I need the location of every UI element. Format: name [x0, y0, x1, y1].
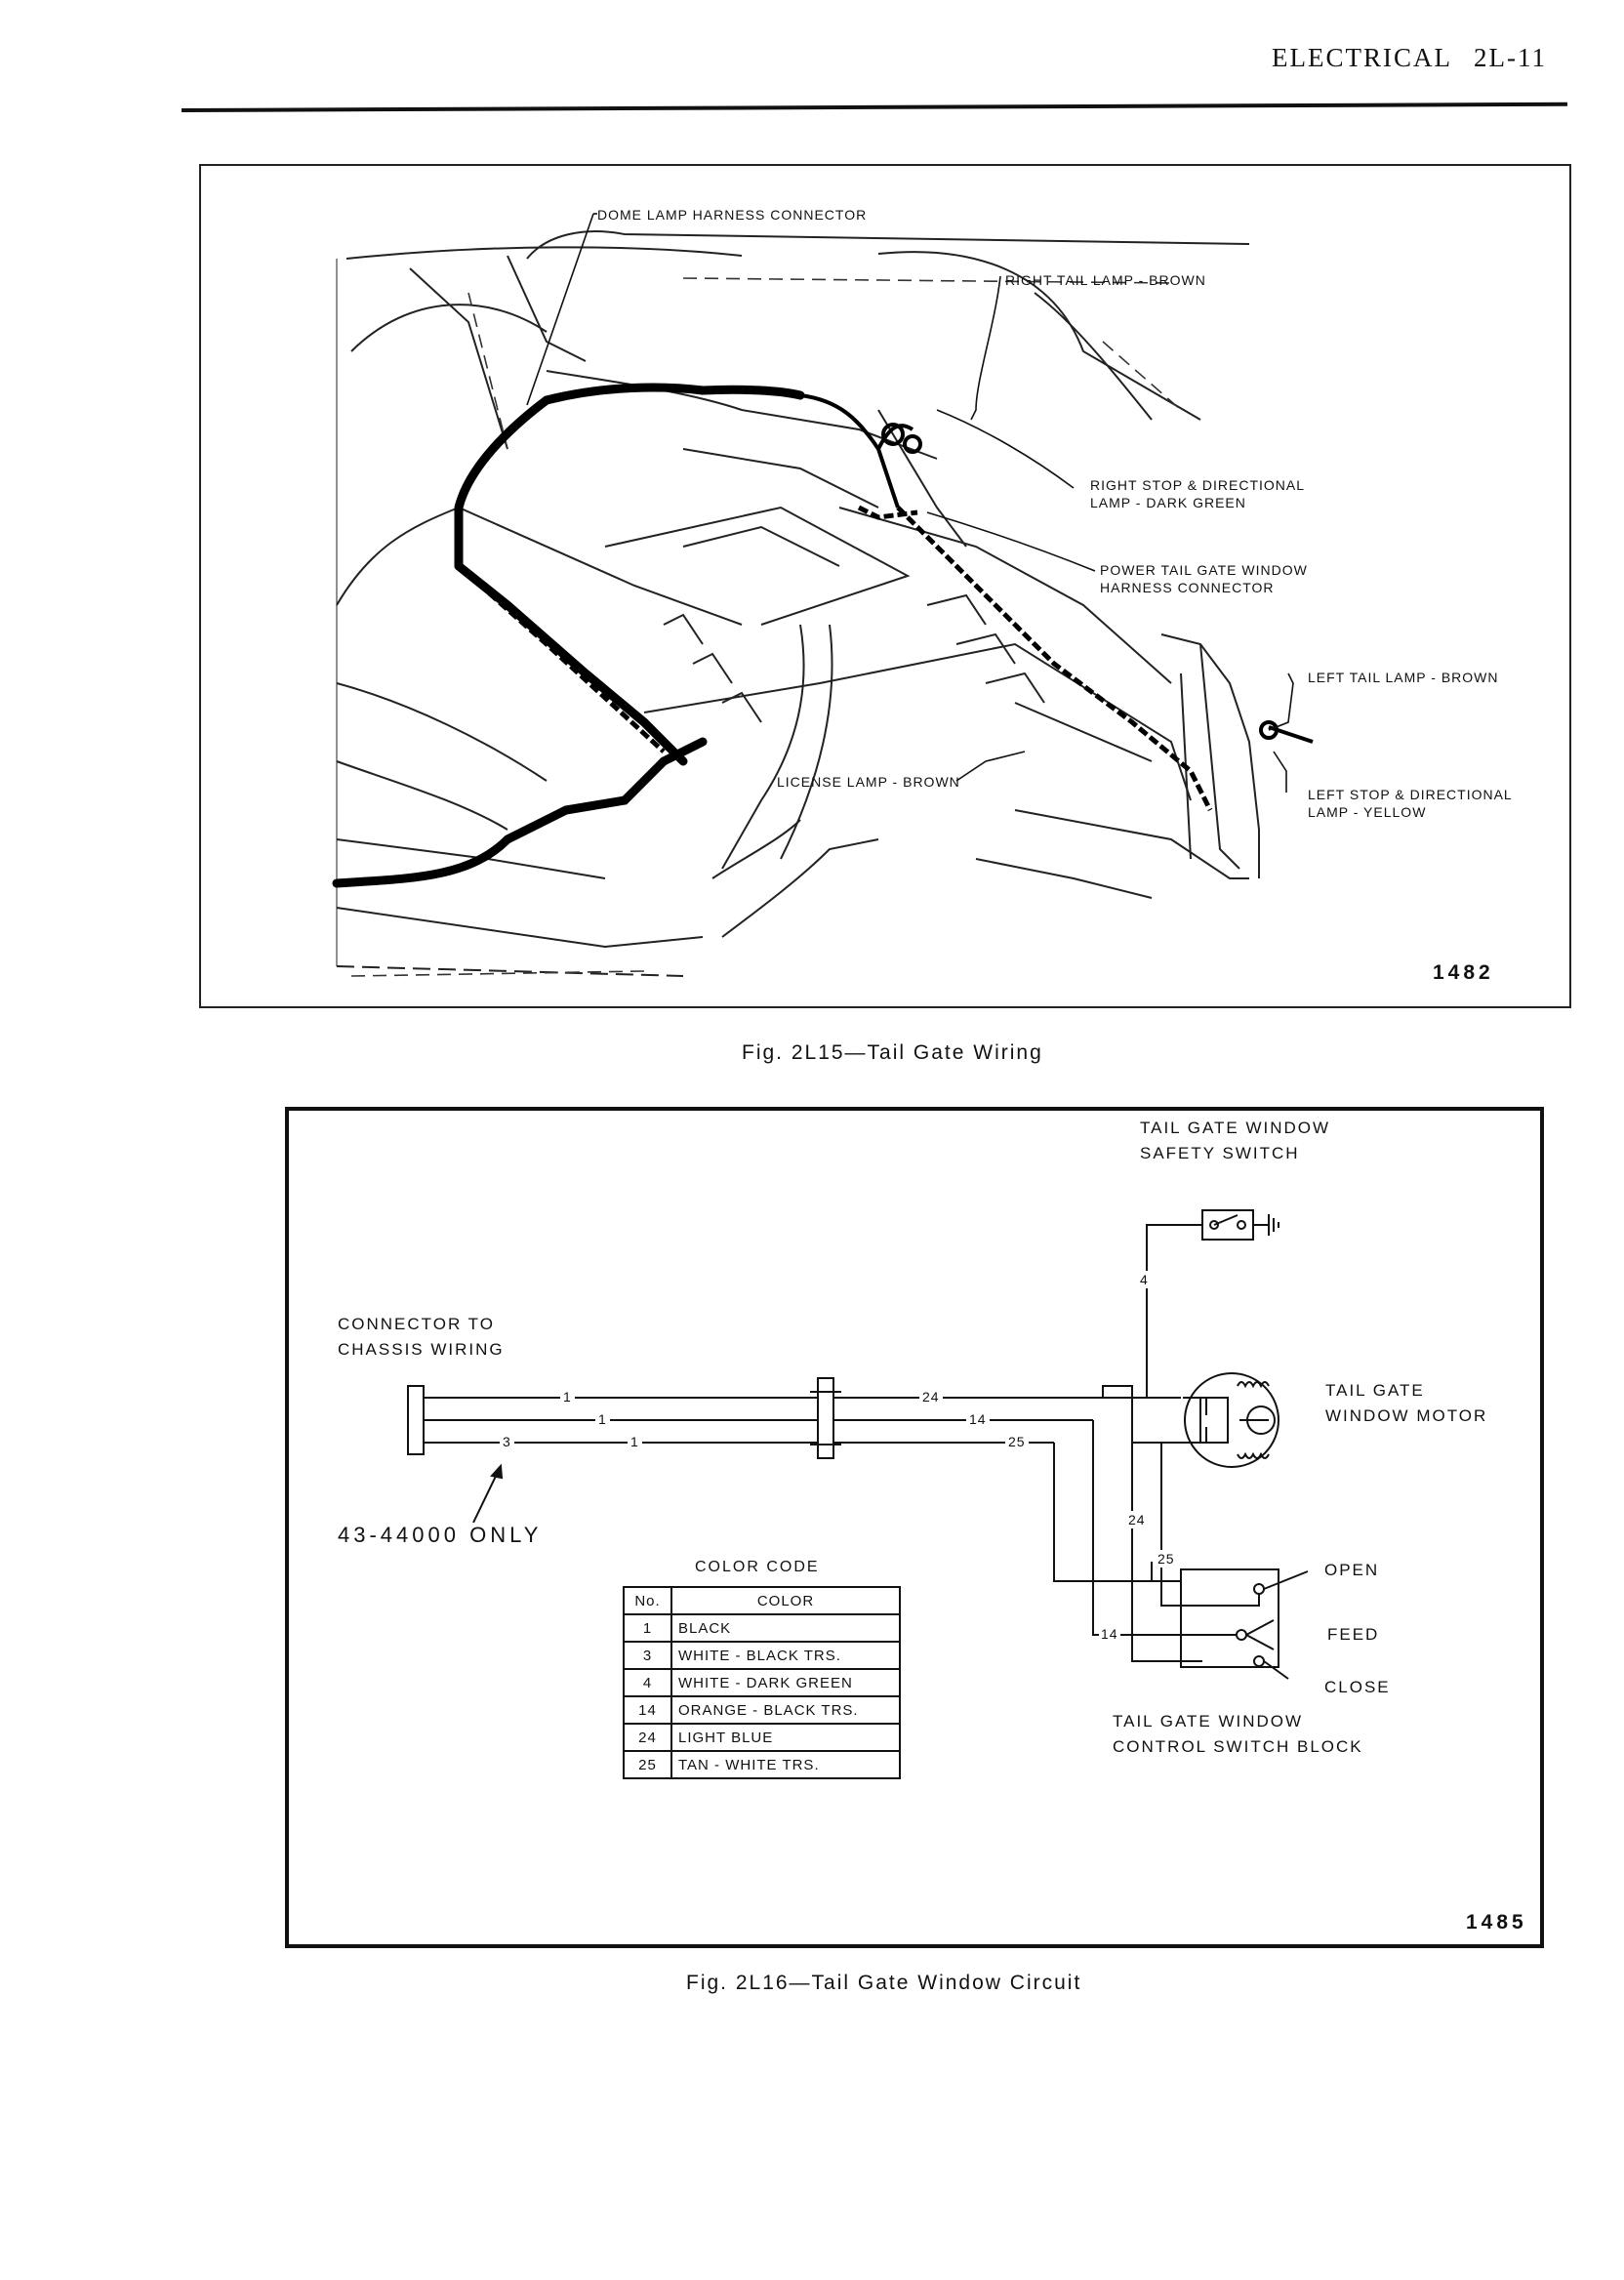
label-close: CLOSE: [1324, 1678, 1391, 1696]
color-code-no: 24: [623, 1723, 672, 1752]
callout-right-stop-line2: LAMP - DARK GREEN: [1090, 495, 1246, 510]
color-code-no: 1: [623, 1613, 672, 1643]
page-number: 2L-11: [1474, 43, 1547, 72]
label-control-switch-block: TAIL GATE WINDOW CONTROL SWITCH BLOCK: [1113, 1709, 1363, 1760]
color-code-color: BLACK: [670, 1613, 901, 1643]
callout-power-line1: POWER TAIL GATE WINDOW: [1100, 562, 1308, 578]
label-open: OPEN: [1324, 1561, 1380, 1579]
color-code-color: WHITE - DARK GREEN: [670, 1668, 901, 1697]
wire-4: 4: [1138, 1271, 1151, 1288]
wire-1a: 1: [560, 1388, 575, 1405]
figure-tail-gate-wiring: [199, 164, 1571, 1008]
wire-1b: 1: [595, 1410, 610, 1428]
wire-24a: 24: [919, 1388, 943, 1405]
wire-1c: 1: [628, 1433, 642, 1450]
wire-25a: 25: [1005, 1433, 1029, 1450]
figure1-caption: Fig. 2L15—Tail Gate Wiring: [742, 1041, 1043, 1064]
callout-left-tail-lamp: LEFT TAIL LAMP - BROWN: [1308, 670, 1499, 685]
label-block-line2: CONTROL SWITCH BLOCK: [1113, 1737, 1363, 1756]
callout-license-lamp: LICENSE LAMP - BROWN: [777, 774, 960, 790]
color-code-header-color: COLOR: [670, 1586, 901, 1615]
color-code-color: TAN - WHITE TRS.: [670, 1750, 901, 1779]
label-feed: FEED: [1327, 1625, 1380, 1644]
callout-left-stop-lamp: LEFT STOP & DIRECTIONAL LAMP - YELLOW: [1308, 786, 1513, 821]
color-code-no: 25: [623, 1750, 672, 1779]
figure2-number: 1485: [1466, 1911, 1527, 1934]
figure2-caption: Fig. 2L16—Tail Gate Window Circuit: [686, 1972, 1082, 1994]
color-code-no: 14: [623, 1695, 672, 1725]
label-model-only: 43-44000 ONLY: [338, 1523, 543, 1547]
color-code-color: LIGHT BLUE: [670, 1723, 901, 1752]
callout-left-stop-line1: LEFT STOP & DIRECTIONAL: [1308, 787, 1513, 802]
callout-power-line2: HARNESS CONNECTOR: [1100, 580, 1275, 595]
table-row: 24 LIGHT BLUE: [623, 1723, 901, 1752]
callout-power-tail-gate-connector: POWER TAIL GATE WINDOW HARNESS CONNECTOR: [1100, 561, 1308, 596]
label-motor-line2: WINDOW MOTOR: [1325, 1406, 1488, 1425]
figure1-number: 1482: [1433, 961, 1494, 984]
label-connector-line2: CHASSIS WIRING: [338, 1340, 505, 1359]
color-code-color: ORANGE - BLACK TRS.: [670, 1695, 901, 1725]
label-safety-line2: SAFETY SWITCH: [1140, 1144, 1300, 1162]
label-safety-line1: TAIL GATE WINDOW: [1140, 1119, 1331, 1137]
figure-tail-gate-window-circuit: [285, 1107, 1544, 1948]
wire-24b: 24: [1126, 1511, 1148, 1528]
wire-3: 3: [500, 1433, 514, 1450]
wire-14a: 14: [966, 1410, 990, 1428]
label-safety-switch: TAIL GATE WINDOW SAFETY SWITCH: [1140, 1116, 1330, 1166]
color-code-color: WHITE - BLACK TRS.: [670, 1641, 901, 1670]
table-row: 14 ORANGE - BLACK TRS.: [623, 1695, 901, 1725]
callout-right-tail-lamp: RIGHT TAIL LAMP - BROWN: [1005, 272, 1206, 288]
color-code-header-row: No. COLOR: [623, 1586, 901, 1615]
label-block-line1: TAIL GATE WINDOW: [1113, 1712, 1304, 1730]
section-title: ELECTRICAL: [1272, 43, 1452, 72]
label-connector-line1: CONNECTOR TO: [338, 1315, 495, 1333]
label-window-motor: TAIL GATE WINDOW MOTOR: [1325, 1378, 1487, 1429]
table-row: 3 WHITE - BLACK TRS.: [623, 1641, 901, 1670]
callout-right-stop-lamp: RIGHT STOP & DIRECTIONAL LAMP - DARK GRE…: [1090, 476, 1305, 511]
table-row: 25 TAN - WHITE TRS.: [623, 1750, 901, 1779]
wire-14b: 14: [1099, 1625, 1120, 1643]
callout-dome-lamp-connector: DOME LAMP HARNESS CONNECTOR: [597, 207, 868, 223]
color-code-title: COLOR CODE: [695, 1559, 820, 1575]
color-code-no: 3: [623, 1641, 672, 1670]
color-code-table: No. COLOR 1 BLACK 3 WHITE - BLACK TRS. 4…: [623, 1586, 901, 1779]
color-code-no: 4: [623, 1668, 672, 1697]
callout-right-stop-line1: RIGHT STOP & DIRECTIONAL: [1090, 477, 1306, 493]
wire-25b: 25: [1156, 1550, 1177, 1568]
label-connector-to-chassis: CONNECTOR TO CHASSIS WIRING: [338, 1312, 505, 1363]
callout-left-stop-line2: LAMP - YELLOW: [1308, 804, 1427, 820]
label-motor-line1: TAIL GATE: [1325, 1381, 1425, 1400]
table-row: 1 BLACK: [623, 1613, 901, 1643]
table-row: 4 WHITE - DARK GREEN: [623, 1668, 901, 1697]
color-code-header-no: No.: [623, 1586, 672, 1615]
